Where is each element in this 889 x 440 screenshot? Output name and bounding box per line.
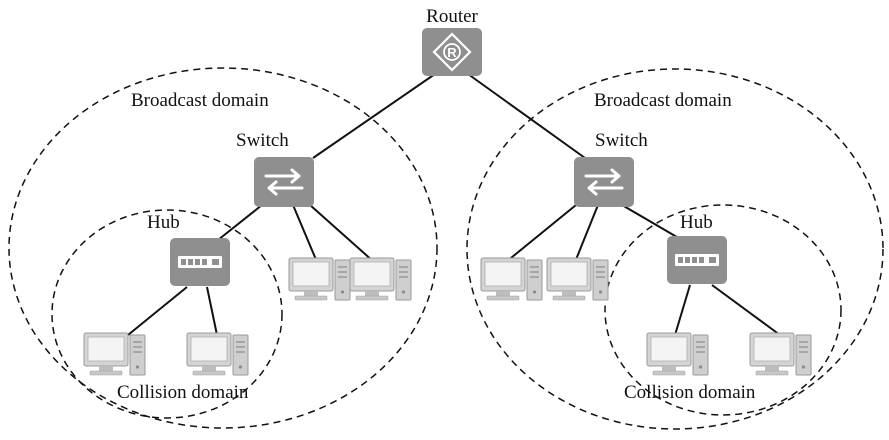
pc-icon	[83, 332, 146, 376]
switch-left-label: Switch	[236, 130, 289, 151]
broadcast-domain-right-label: Broadcast domain	[594, 90, 732, 111]
hub-left-icon	[170, 238, 230, 286]
pc-icon	[288, 257, 351, 301]
link-router-switch-right	[467, 73, 586, 159]
pc-icon	[349, 257, 412, 301]
link-hub-pc-left-2	[206, 286, 218, 336]
link-switch-pc-right-2	[574, 204, 599, 263]
broadcast-domain-right-boundary	[466, 68, 884, 430]
switch-right-icon	[572, 155, 636, 209]
pc-icon	[749, 332, 812, 376]
pc-icon	[646, 332, 709, 376]
pc-icon	[546, 257, 609, 301]
link-router-switch-left	[312, 73, 436, 159]
switch-right-label: Switch	[595, 130, 648, 151]
broadcast-domain-left-label: Broadcast domain	[131, 90, 269, 111]
link-switch-hub-right	[621, 204, 683, 241]
link-hub-pc-right-1	[674, 284, 691, 336]
link-switch-pc-right-1	[505, 204, 577, 263]
collision-domain-left-boundary	[51, 209, 283, 419]
collision-domain-right-boundary	[604, 204, 842, 416]
pc-icon	[480, 257, 543, 301]
link-switch-pc-left-1	[292, 204, 318, 263]
link-hub-pc-right-2	[711, 284, 781, 336]
collision-domain-left-label: Collision domain	[117, 382, 249, 403]
connections	[127, 73, 781, 336]
collision-domain-right-label: Collision domain	[624, 382, 756, 403]
pc-icon	[186, 332, 249, 376]
hub-right-label: Hub	[680, 212, 713, 233]
link-switch-hub-left	[217, 204, 263, 241]
router-icon: R	[422, 28, 482, 76]
link-hub-pc-left-1	[127, 286, 188, 336]
switch-left-icon	[252, 155, 316, 209]
router-label: Router	[426, 6, 478, 27]
broadcast-domain-left-boundary	[8, 67, 438, 429]
router-glyph: R	[447, 45, 457, 60]
hub-left-label: Hub	[147, 212, 180, 233]
hub-right-icon	[667, 236, 727, 284]
link-switch-pc-left-2	[309, 204, 375, 263]
